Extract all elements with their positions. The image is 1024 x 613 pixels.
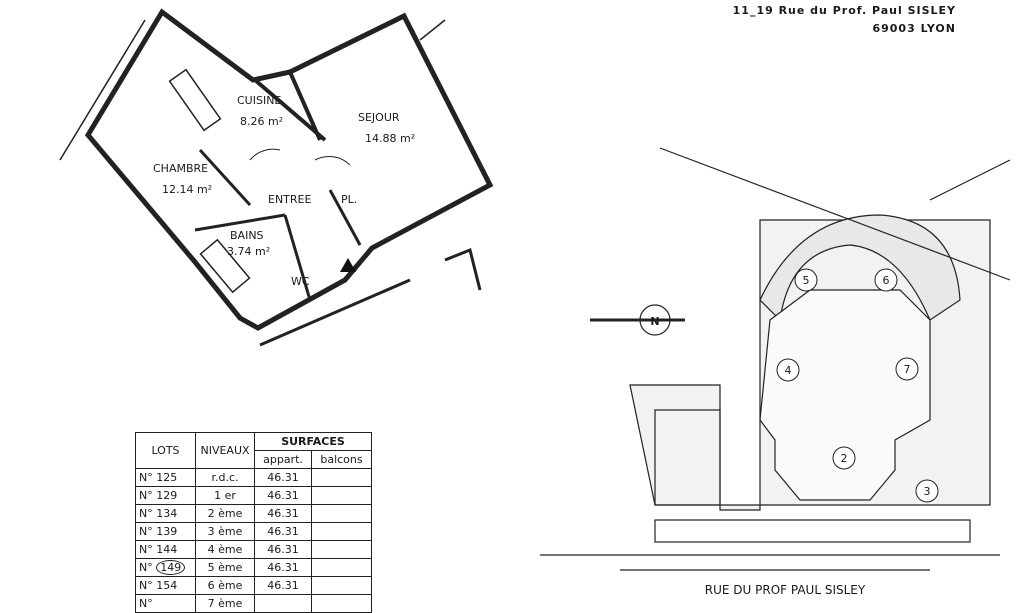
wall (283, 214, 312, 301)
cell-balcons (311, 468, 372, 487)
cell-niveau: 2 ème (195, 504, 255, 523)
cell-balcons (311, 558, 372, 577)
cell-niveau: 4 ème (195, 540, 255, 559)
sidewalk (654, 519, 971, 543)
marker-2: 2 (841, 452, 848, 465)
room-name: CHAMBRE (153, 162, 208, 175)
site-markers: N 2 3 4 5 6 7 RUE DU PROF PAUL SISLEY (650, 268, 939, 597)
cell-appart: 46.31 (254, 558, 312, 577)
room-area: 14.88 m² (365, 132, 415, 145)
cell-balcons (311, 486, 372, 505)
cell-niveau: 5 ème (195, 558, 255, 577)
marker-7: 7 (904, 363, 911, 376)
cell-appart: 46.31 (254, 540, 312, 559)
header-lots: LOTS (135, 432, 196, 469)
room-name: CUISINE (237, 94, 281, 107)
header-niveaux: NIVEAUX (195, 432, 255, 469)
header-surfaces: SURFACES (254, 432, 372, 451)
wall (253, 78, 327, 142)
site-plan (540, 147, 1011, 571)
cell-niveau: r.d.c. (195, 468, 255, 487)
cell-lot: N° 154 (135, 576, 196, 595)
cell-appart: 46.31 (254, 504, 312, 523)
header-balcons: balcons (311, 450, 372, 469)
kitchen-counter (168, 68, 222, 132)
wall (198, 148, 252, 207)
bathtub (199, 238, 251, 294)
balcony-edge (419, 19, 446, 41)
entrance-arrow (340, 258, 356, 272)
room-name: WC (291, 275, 310, 288)
wall (328, 189, 362, 246)
cell-niveau: 1 er (195, 486, 255, 505)
cell-balcons (311, 594, 372, 613)
surfaces-table: LOTS NIVEAUX SURFACES appart. balcons N°… (135, 432, 372, 613)
table-row: N°7 ème (135, 594, 372, 613)
door-swing (314, 156, 351, 166)
cell-lot: N° 144 (135, 540, 196, 559)
cell-appart: 46.31 (254, 468, 312, 487)
room-name: PL. (341, 193, 357, 206)
room-name: BAINS (230, 229, 264, 242)
cell-lot: N° (135, 594, 196, 613)
marker-4: 4 (785, 364, 792, 377)
header-appart: appart. (254, 450, 312, 469)
cell-appart: 46.31 (254, 522, 312, 541)
cell-balcons (311, 576, 372, 595)
street-label: RUE DU PROF PAUL SISLEY (705, 583, 866, 597)
exterior-wall (444, 247, 482, 291)
room-name: SEJOUR (358, 111, 400, 124)
cell-niveau: 6 ème (195, 576, 255, 595)
floor-plan (59, 8, 494, 347)
cell-lot: N° 134 (135, 504, 196, 523)
apartment-outline (84, 8, 494, 331)
cell-appart: 46.31 (254, 486, 312, 505)
cell-lot: N° 125 (135, 468, 196, 487)
wall (194, 213, 286, 232)
highlighted-lot: 149 (156, 560, 186, 575)
annex-building (654, 409, 721, 506)
north-label: N (650, 315, 659, 328)
cell-appart (254, 594, 312, 613)
building-curve (759, 214, 961, 322)
cell-balcons (311, 540, 372, 559)
room-name: ENTREE (268, 193, 311, 206)
cell-niveau: 3 ème (195, 522, 255, 541)
boundary (659, 147, 1011, 281)
marker-3: 3 (924, 485, 931, 498)
cell-lot: N° 139 (135, 522, 196, 541)
wall (288, 71, 322, 141)
door-swing (249, 148, 281, 161)
cell-balcons (311, 522, 372, 541)
cell-appart: 46.31 (254, 576, 312, 595)
boundary (929, 159, 1011, 201)
exterior-wall (259, 278, 411, 347)
cell-niveau: 7 ème (195, 594, 255, 613)
address-line-1: 11_19 Rue du Prof. Paul SISLEY (732, 4, 956, 17)
room-area: 3.74 m² (227, 245, 270, 258)
address-line-2: 69003 LYON (872, 22, 956, 35)
marker-5: 5 (803, 274, 810, 287)
building-main (759, 289, 931, 501)
marker-6: 6 (883, 274, 890, 287)
room-area: 12.14 m² (162, 183, 212, 196)
room-labels: CUISINE 8.26 m² SEJOUR 14.88 m² CHAMBRE … (153, 94, 415, 288)
cell-lot: N° 149 (135, 558, 196, 577)
balcony-edge (59, 19, 146, 161)
room-area: 8.26 m² (240, 115, 283, 128)
cell-lot: N° 129 (135, 486, 196, 505)
cell-balcons (311, 504, 372, 523)
